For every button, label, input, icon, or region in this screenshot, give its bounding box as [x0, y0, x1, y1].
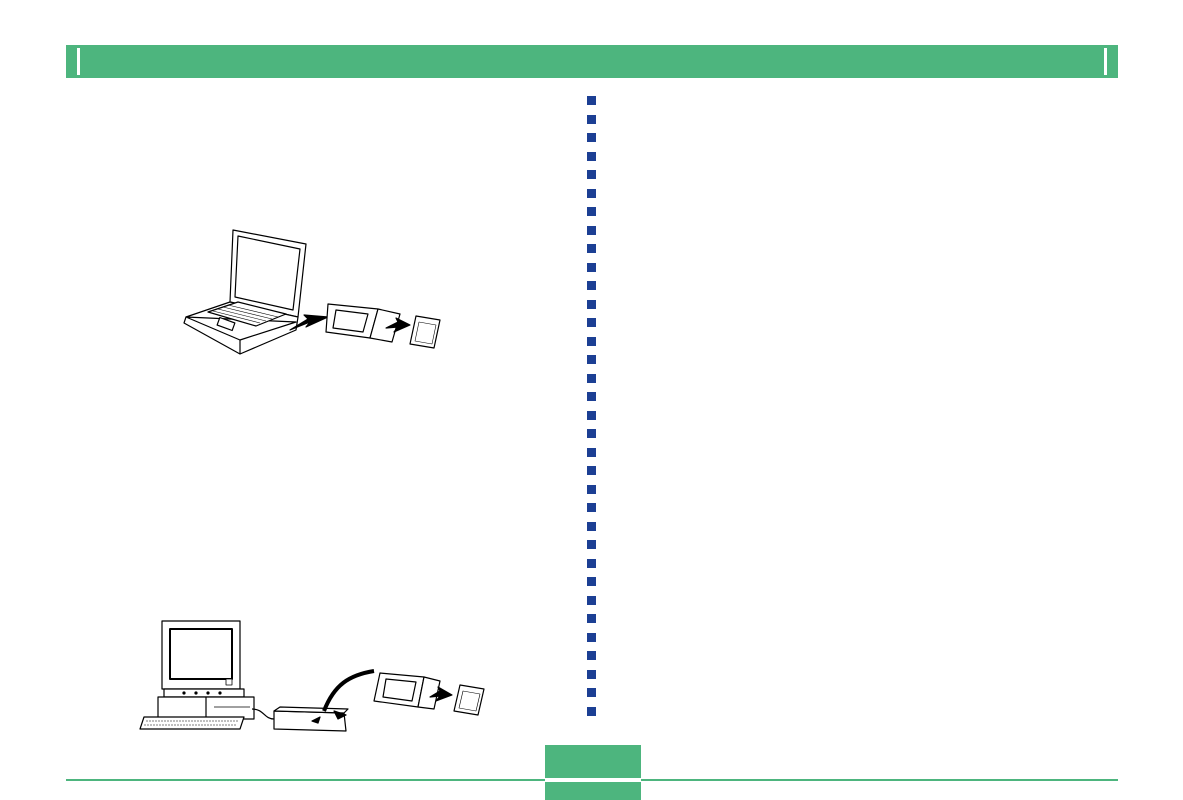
divider-square [587, 226, 596, 235]
divider-square [587, 596, 596, 605]
header-notch-left [77, 48, 80, 75]
laptop-card-adapter-icon [178, 222, 458, 362]
divider-square [587, 503, 596, 512]
divider-square [587, 318, 596, 327]
header-notch-right [1104, 48, 1107, 75]
divider-square [587, 300, 596, 309]
divider-square [587, 559, 596, 568]
divider-square [587, 707, 596, 716]
divider-square [587, 651, 596, 660]
divider-square [587, 133, 596, 142]
divider-square [587, 688, 596, 697]
divider-square [587, 337, 596, 346]
divider-square [587, 244, 596, 253]
divider-square [587, 485, 596, 494]
divider-square [587, 115, 596, 124]
header-bar [66, 45, 1118, 78]
divider-square [587, 355, 596, 364]
divider-square [587, 448, 596, 457]
desktop-card-reader-icon [134, 615, 494, 735]
divider-square [587, 96, 596, 105]
divider-square [587, 633, 596, 642]
page-tab-gap [545, 778, 641, 782]
divider-square [587, 670, 596, 679]
divider-square [587, 152, 596, 161]
divider-square [587, 189, 596, 198]
divider-square [587, 577, 596, 586]
divider-square [587, 522, 596, 531]
divider-square [587, 411, 596, 420]
divider-square [587, 281, 596, 290]
divider-square [587, 374, 596, 383]
divider-square [587, 429, 596, 438]
divider-square [587, 207, 596, 216]
divider-square [587, 392, 596, 401]
divider-square [587, 263, 596, 272]
column-divider [587, 96, 597, 736]
divider-square [587, 614, 596, 623]
divider-square [587, 466, 596, 475]
divider-square [587, 540, 596, 549]
page-number-tab [545, 745, 641, 800]
divider-square [587, 170, 596, 179]
